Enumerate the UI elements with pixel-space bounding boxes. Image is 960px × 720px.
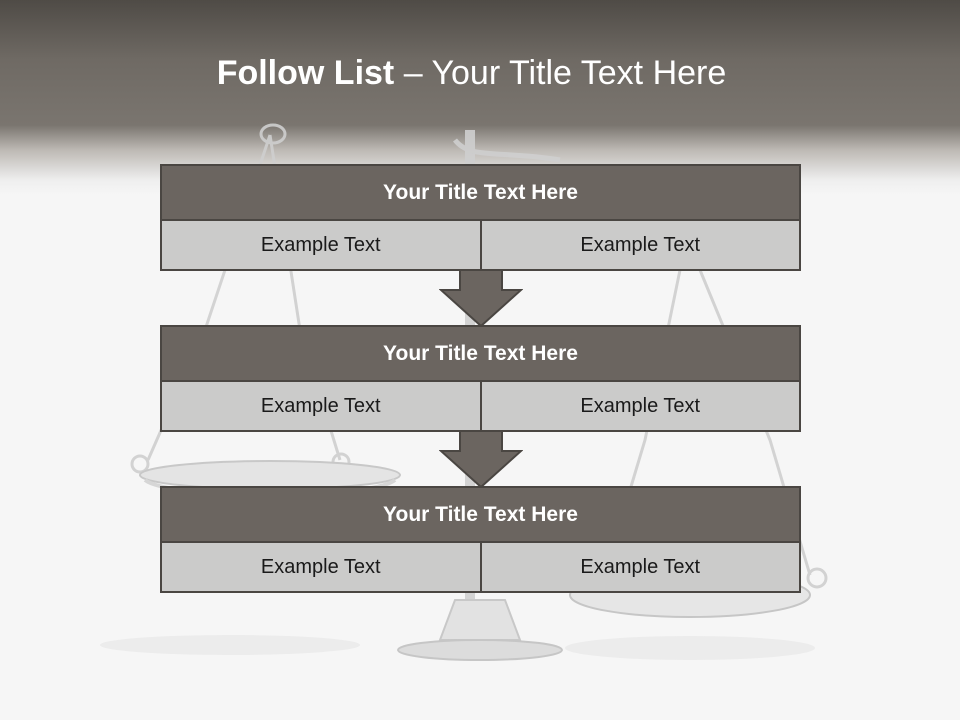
block-cell-right: Example Text (481, 382, 801, 432)
list-block-1: Your Title Text Here Example Text Exampl… (160, 164, 801, 271)
header-band (0, 0, 960, 195)
slide-title-bold: Follow List (216, 54, 395, 92)
slide-title-rest: – Your Title Text Here (403, 54, 727, 92)
list-block-3: Your Title Text Here Example Text Exampl… (160, 486, 801, 593)
block-title: Your Title Text Here (160, 486, 801, 543)
list-block-2: Your Title Text Here Example Text Exampl… (160, 325, 801, 432)
block-title: Your Title Text Here (160, 325, 801, 382)
block-cell-left: Example Text (160, 382, 482, 432)
block-cell-right: Example Text (481, 221, 801, 271)
block-cell-left: Example Text (160, 221, 482, 271)
block-title: Your Title Text Here (160, 164, 801, 221)
block-cell-left: Example Text (160, 543, 482, 593)
block-row: Example Text Example Text (160, 543, 801, 593)
down-arrow-icon (439, 431, 523, 489)
block-row: Example Text Example Text (160, 382, 801, 432)
down-arrow-icon (439, 270, 523, 328)
block-cell-right: Example Text (481, 543, 801, 593)
block-row: Example Text Example Text (160, 221, 801, 271)
slide-title: Follow List – Your Title Text Here (0, 54, 943, 93)
